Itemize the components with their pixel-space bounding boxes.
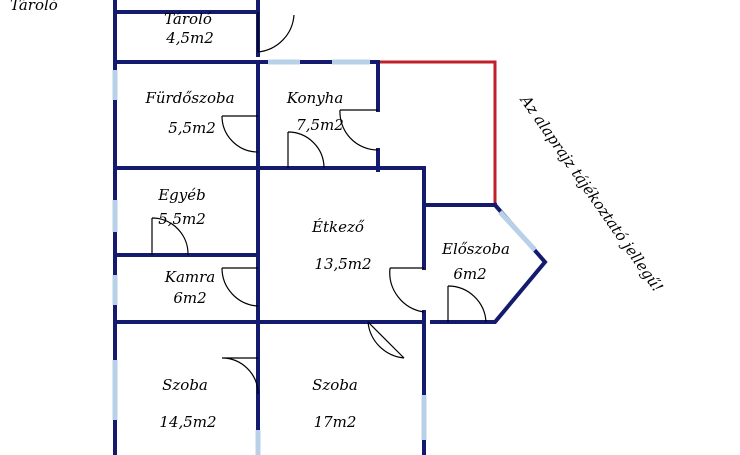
room-name: Konyha: [286, 89, 344, 107]
room-area: 17m2: [314, 413, 357, 431]
room-area: 5,5m2: [158, 210, 206, 228]
room-konyha: Konyha 7,5m2: [286, 89, 344, 134]
doors: [151, 12, 487, 395]
room-area: 13,5m2: [314, 255, 371, 273]
corner-label: Tároló: [10, 0, 58, 14]
room-name: Tároló: [164, 10, 212, 28]
room-szoba-right: Szoba 17m2: [312, 376, 358, 431]
disclaimer-note: Az alaprajz tájékoztató jellegű!: [516, 90, 667, 295]
room-name: Egyéb: [157, 186, 206, 204]
room-name: Étkező: [311, 218, 365, 236]
room-eloszoba: Előszoba 6m2: [441, 240, 510, 283]
room-name: Előszoba: [441, 240, 510, 258]
room-area: 6m2: [453, 265, 486, 283]
room-egyeb: Egyéb 5,5m2: [157, 186, 206, 228]
room-area: 7,5m2: [296, 116, 344, 134]
windows: [112, 59, 537, 455]
room-area: 5,5m2: [168, 119, 216, 137]
room-szoba-left: Szoba 14,5m2: [159, 376, 216, 431]
room-name: Szoba: [162, 376, 208, 394]
room-tarolo: Tároló 4,5m2: [164, 10, 214, 47]
room-name: Szoba: [312, 376, 358, 394]
room-area: 4,5m2: [165, 29, 214, 47]
room-name: Kamra: [164, 268, 216, 286]
room-name: Fürdőszoba: [144, 89, 234, 107]
room-kamra: Kamra 6m2: [164, 268, 216, 307]
room-area: 14,5m2: [159, 413, 216, 431]
room-area: 6m2: [173, 289, 206, 307]
room-furdoszoba: Fürdőszoba 5,5m2: [144, 89, 234, 137]
room-etkezo: Étkező 13,5m2: [311, 218, 372, 273]
extension-outline: [378, 60, 497, 205]
